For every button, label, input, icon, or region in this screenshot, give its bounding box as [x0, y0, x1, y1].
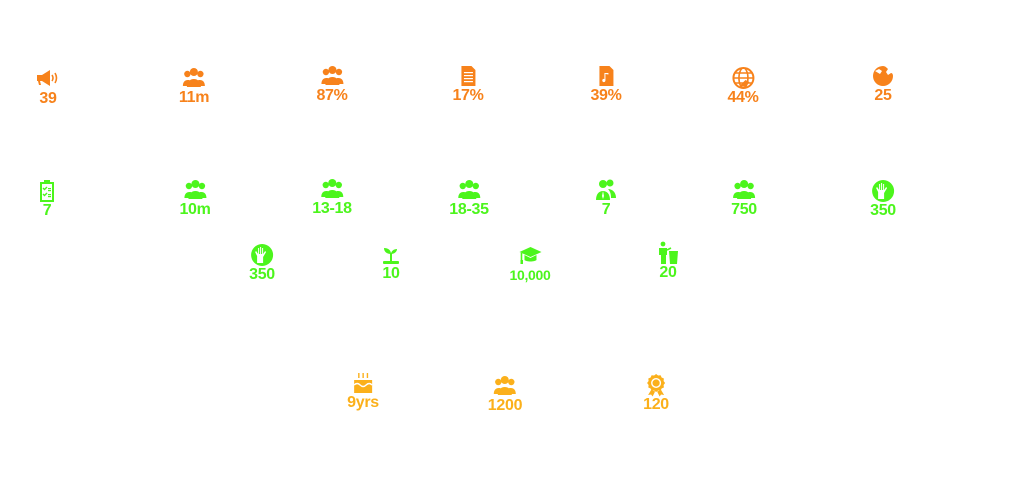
stat-people: 13-18 — [312, 177, 352, 217]
award-ribbon-icon — [644, 373, 668, 397]
people-group-icon — [493, 374, 517, 398]
birthday-cake-icon — [351, 371, 375, 395]
stat-people: 87% — [316, 64, 348, 104]
megaphone-icon — [36, 67, 60, 91]
stat-music-file: 39% — [590, 64, 622, 104]
document-icon — [456, 64, 480, 88]
stat-continent: 25 — [871, 64, 895, 104]
stat-value: 13-18 — [312, 200, 352, 217]
raised-hands-icon — [250, 243, 274, 267]
raised-hands-icon — [871, 179, 895, 203]
stat-people: 11m — [179, 66, 209, 106]
stat-award: 120 — [643, 373, 669, 413]
stat-sprout: 10 — [379, 242, 403, 282]
continent-globe-icon — [871, 64, 895, 88]
stat-business-people: 7 — [594, 178, 618, 218]
globe-icon — [731, 66, 755, 90]
stat-value: 10,000 — [509, 267, 551, 283]
people-group-icon — [320, 64, 344, 88]
stat-value: 750 — [731, 201, 757, 218]
people-group-icon — [183, 178, 207, 202]
people-group-icon — [182, 66, 206, 90]
stat-people: 1200 — [487, 374, 523, 414]
stat-value: 18-35 — [449, 201, 489, 218]
stat-people: 750 — [731, 178, 757, 218]
stat-birthday: 9yrs — [347, 371, 379, 411]
stat-value: 350 — [870, 202, 896, 219]
speaker-podium-icon — [656, 241, 680, 265]
stat-megaphone: 39 — [36, 67, 60, 107]
stat-value: 39 — [39, 90, 57, 107]
sprout-icon — [379, 242, 403, 266]
stat-document: 17% — [452, 64, 484, 104]
graduation-cap-icon — [518, 243, 542, 267]
stat-value: 17% — [452, 87, 484, 104]
stat-value: 11m — [178, 89, 210, 106]
stat-value: 10m — [179, 201, 211, 218]
stat-raised-hands: 350 — [870, 179, 896, 219]
stat-value: 7 — [601, 201, 611, 218]
stat-value: 25 — [874, 87, 892, 104]
checklist-clipboard-icon — [35, 179, 59, 203]
stat-checklist: 7 — [35, 179, 59, 219]
stat-value: 9yrs — [347, 394, 379, 411]
stat-value: 7 — [42, 202, 52, 219]
stat-value: 120 — [643, 396, 669, 413]
stat-value: 87% — [316, 87, 348, 104]
people-group-icon — [320, 177, 344, 201]
stat-speaker: 20 — [656, 241, 680, 281]
people-group-icon — [732, 178, 756, 202]
stat-graduation: 10,000 — [509, 243, 551, 283]
stat-value: 44% — [727, 89, 759, 106]
music-file-icon — [594, 64, 618, 88]
stat-value: 1200 — [487, 397, 523, 414]
stat-raised-hands: 350 — [249, 243, 275, 283]
stat-value: 350 — [249, 266, 275, 283]
stat-value: 20 — [659, 264, 677, 281]
stat-people: 10m — [179, 178, 211, 218]
stat-value: 39% — [590, 87, 622, 104]
stat-globe: 44% — [727, 66, 759, 106]
people-group-icon — [457, 178, 481, 202]
stat-people: 18-35 — [449, 178, 489, 218]
stat-value: 10 — [382, 265, 400, 282]
business-people-icon — [594, 178, 618, 202]
